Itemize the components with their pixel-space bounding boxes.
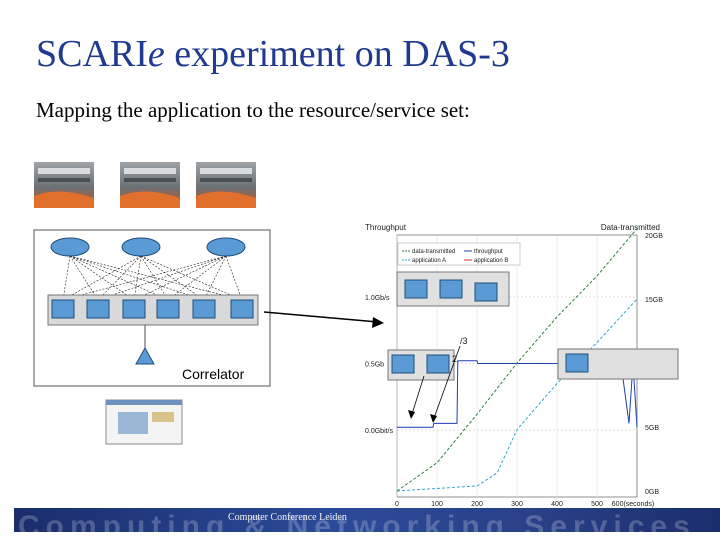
source-node	[206, 237, 246, 257]
chart-legend: data-transmitted application A throughpu…	[397, 242, 521, 266]
mapping-arrow	[263, 311, 379, 323]
x-tick-label: 200	[471, 501, 483, 508]
process-node	[122, 299, 146, 319]
legend-entry: application A	[412, 258, 446, 264]
path-pointer	[433, 345, 461, 419]
resource-set-right	[557, 348, 679, 380]
resource-node	[439, 279, 463, 299]
y-left-tick-label: 0.5Gb	[365, 362, 384, 369]
path-label: 2	[452, 354, 457, 364]
processing-tier	[47, 294, 259, 326]
process-node	[86, 299, 110, 319]
chart-title: Throughput	[365, 223, 407, 232]
process-node	[156, 299, 180, 319]
title-main: SCARI	[36, 33, 148, 75]
slide-title: SCARIe experiment on DAS-3	[36, 32, 510, 76]
path-pointer-head	[408, 410, 415, 419]
path-pointer	[411, 375, 425, 415]
x-tick-label: 400	[551, 501, 563, 508]
y-left-tick-labels: 0.0Gbit/s 0.5Gb 1.0Gb/s	[365, 295, 394, 435]
legend-entry: data-transmitted	[412, 249, 455, 255]
correlator-node	[135, 346, 155, 365]
y-right-tick-label: 20GB	[645, 233, 663, 240]
footer-banner: Computing & Networking Services Computer…	[14, 508, 720, 532]
footer-banner-text: Computing & Networking Services	[18, 510, 696, 533]
x-tick-label: 600(seconds)	[612, 501, 654, 508]
correlator-label: Correlator	[182, 366, 245, 382]
series-line	[396, 298, 638, 492]
hardware-photo	[196, 162, 256, 208]
process-node	[230, 299, 254, 319]
resource-set-top	[396, 271, 510, 307]
x-tick-labels: 0 100 200 300 400 500 600(seconds)	[395, 501, 654, 508]
process-node	[51, 299, 75, 319]
series-line	[397, 360, 638, 428]
y-right-tick-label: 15GB	[645, 297, 663, 304]
chart-right-title: Data-transmitted	[601, 223, 660, 232]
path-label: /3	[460, 336, 468, 346]
y-right-tick-label: 5GB	[645, 425, 659, 432]
y-right-tick-label: 0GB	[645, 489, 659, 496]
legend-entry: application B	[474, 258, 508, 264]
series-layer	[396, 228, 638, 492]
connection-mesh	[62, 255, 243, 301]
x-tick-label: 100	[431, 501, 443, 508]
path-pointer-head	[430, 414, 437, 423]
resource-node	[474, 282, 498, 302]
source-node	[121, 237, 161, 257]
process-node	[192, 299, 216, 319]
legend-entry: throughput	[474, 249, 503, 255]
resource-set-mid	[387, 349, 455, 381]
resource-node	[426, 354, 450, 374]
series-line	[396, 228, 638, 492]
title-italic: e	[147, 33, 165, 75]
hardware-photo	[120, 162, 180, 208]
output-screenshot	[105, 399, 183, 445]
resource-node	[565, 353, 589, 373]
y-left-tick-label: 0.0Gbit/s	[365, 428, 394, 435]
title-rest: experiment on DAS-3	[164, 33, 510, 75]
y-left-tick-label: 1.0Gb/s	[365, 295, 390, 302]
source-node	[50, 237, 90, 257]
footer-caption: Computer Conference Leiden	[228, 512, 347, 523]
x-tick-label: 0	[395, 501, 399, 508]
slide-subtitle: Mapping the application to the resource/…	[36, 98, 470, 122]
x-tick-label: 300	[511, 501, 523, 508]
x-tick-label: 500	[591, 501, 603, 508]
hardware-photo	[34, 162, 94, 208]
resource-node	[391, 354, 415, 374]
mapping-arrow-head	[372, 317, 384, 328]
resource-node	[404, 279, 428, 299]
